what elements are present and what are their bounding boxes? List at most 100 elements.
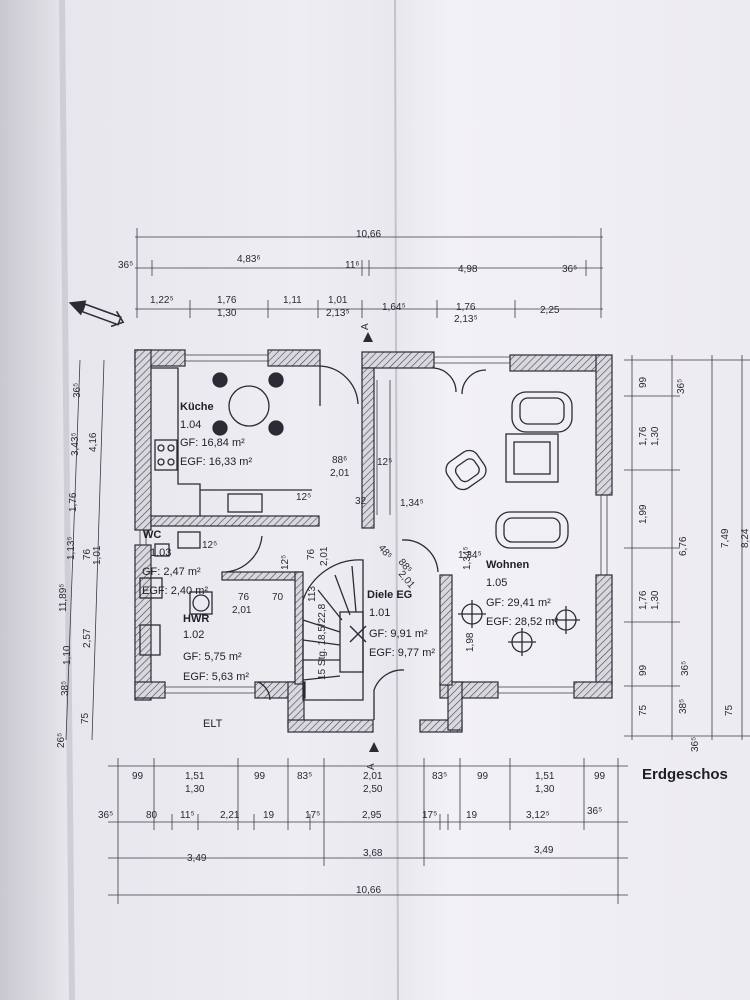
dim-top-r3-6: 2,25 (540, 305, 560, 316)
elt-label: ELT (203, 718, 223, 730)
dim-inner: 1,34⁵ (458, 550, 482, 561)
dim-right: 7,49 (720, 528, 731, 548)
dim-left: 2,57 (82, 628, 93, 648)
dim-inner: 32 (355, 496, 367, 507)
dim-bottom: 83⁵ (297, 771, 312, 782)
dim-inner: 88⁶ (332, 455, 347, 466)
dim-inner: 2,01 (319, 546, 330, 566)
dim-top-r3b-2: 2,13⁵ (454, 314, 478, 325)
dim-bottom: 2,01 (363, 771, 383, 782)
dim-bottom: 3,49 (534, 845, 554, 856)
paper-fold (394, 0, 399, 1000)
room-gf: GF: 2,47 m² (142, 566, 201, 578)
dim-bottom: 80 (146, 810, 158, 821)
dim-top-overall: 10,66 (356, 229, 381, 240)
dim-bottom: 99 (477, 771, 489, 782)
room-number: 1.03 (150, 547, 171, 559)
dim-inner: 2,01 (330, 468, 350, 479)
room-name: Wohnen (486, 559, 529, 571)
dim-inner: 12⁵ (280, 555, 291, 570)
dim-bottom: 1,30 (535, 784, 555, 795)
dim-bottom: 99 (594, 771, 606, 782)
dim-bottom: 17⁵ (305, 810, 320, 821)
dim-bottom: 1,51 (185, 771, 205, 782)
dim-inner: 48⁵ (376, 543, 394, 562)
dim-top-r3-4: 1,64⁵ (382, 302, 406, 313)
room-egf: EGF: 28,52 m² (486, 616, 558, 628)
dim-right: 75 (638, 704, 649, 716)
dim-bottom: 2,95 (362, 810, 382, 821)
wc-fixtures (139, 531, 213, 656)
dim-inner: 1,98 (465, 632, 476, 652)
dim-left: 1,76 (68, 492, 79, 512)
dim-bottom: 2,50 (363, 784, 383, 795)
dim-right: 1,99 (638, 504, 649, 524)
dim-right: 36⁵ (690, 737, 701, 752)
dim-left: 1,13⁵ (66, 536, 77, 560)
dim-right: 1,76 (638, 590, 649, 610)
dim-right: 38⁵ (678, 699, 689, 714)
dim-right: 6,76 (678, 536, 689, 556)
dim-top-r3-0: 1,22⁵ (150, 295, 174, 306)
dim-inner: 2,01 (232, 605, 252, 616)
room-kueche: Küche 1.04 GF: 16,84 m² EGF: 16,33 m² (180, 401, 252, 468)
dim-left: 36⁵ (72, 383, 83, 398)
dim-inner: 113 (307, 586, 318, 602)
dim-inner: 76 (306, 548, 317, 560)
dim-bottom: 1,51 (535, 771, 555, 782)
room-hwr: HWR 1.02 GF: 5,75 m² EGF: 5,63 m² (183, 613, 249, 683)
room-diele: Diele EG 1.01 GF: 9,91 m² EGF: 9,77 m² (367, 589, 435, 659)
dim-inner: 12⁵ (377, 457, 392, 468)
sheet-title: Erdgeschos (642, 766, 728, 783)
dim-right: 36⁵ (676, 379, 687, 394)
dim-top-r3-5: 1,76 (456, 302, 476, 313)
dim-inner: 12⁵ (296, 492, 311, 503)
dim-bottom: 3,12⁵ (526, 810, 550, 821)
room-gf: GF: 9,91 m² (369, 628, 428, 640)
room-number: 1.01 (369, 607, 390, 619)
dim-inner: 1,34⁵ (400, 498, 424, 509)
room-gf: GF: 16,84 m² (180, 437, 245, 449)
dim-right: 1,76 (638, 426, 649, 446)
room-egf: EGF: 2,40 m² (142, 585, 208, 597)
kitchen-counter (151, 367, 312, 516)
dim-top-r2-2: 11⁶ (345, 260, 360, 271)
room-gf: GF: 29,41 m² (486, 597, 551, 609)
dim-left: 76 (82, 548, 93, 560)
room-number: 1.04 (180, 419, 201, 431)
dim-bottom: 19 (466, 810, 478, 821)
dim-bottom-overall: 10,66 (356, 885, 381, 896)
dim-bottom: 11⁵ (180, 810, 195, 821)
dining-table-icon (212, 372, 284, 436)
dim-top-r2-0: 36⁵ (118, 260, 133, 271)
room-wohnen: Wohnen 1.05 GF: 29,41 m² EGF: 28,52 m² (486, 559, 558, 628)
dim-right: 1,30 (650, 590, 661, 610)
staircase (302, 559, 364, 701)
room-number: 1.02 (183, 629, 204, 641)
living-furniture (445, 391, 580, 656)
room-name: Küche (180, 401, 214, 413)
dim-bottom: 19 (263, 810, 275, 821)
room-gf: GF: 5,75 m² (183, 651, 242, 663)
dim-right: 36⁵ (680, 661, 691, 676)
room-name: Diele EG (367, 589, 412, 601)
section-marker-top (363, 332, 373, 342)
dim-right: 75 (724, 704, 735, 716)
top-dimensions: 10,66 36⁵ 4,83⁶ 11⁶ 4,98 36⁵ 1,22⁵ 1,76 … (118, 228, 603, 325)
dim-bottom: 99 (254, 771, 266, 782)
dim-top-r3b-1: 2,13⁵ (326, 308, 350, 319)
cross-marker-icon (349, 625, 367, 643)
dim-top-r2-1: 4,83⁶ (237, 254, 261, 265)
bottom-dimensions: 99 1,51 99 83⁵ 2,01 83⁵ 99 1,51 99 1,30 … (98, 758, 628, 904)
room-wc: WC 1.03 GF: 2,47 m² EGF: 2,40 m² (142, 529, 208, 597)
dim-top-r2-3: 4,98 (458, 264, 478, 275)
dim-top-r2-4: 36⁵ (562, 264, 577, 275)
dim-left: 3,43⁵ (70, 432, 81, 456)
dim-right: 99 (638, 376, 649, 388)
windows (139, 354, 608, 694)
dim-top-r3-2: 1,11 (283, 295, 302, 306)
dim-right: 99 (638, 664, 649, 676)
room-name: WC (143, 529, 161, 541)
